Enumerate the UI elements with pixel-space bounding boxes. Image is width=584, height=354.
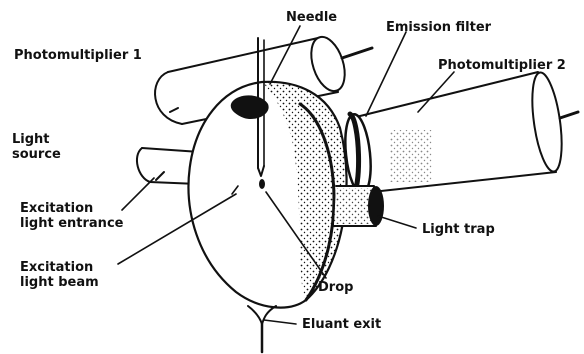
label-photomultiplier-1: Photomultiplier 1 (14, 48, 142, 63)
label-photomultiplier-2: Photomultiplier 2 (438, 58, 566, 73)
photomultiplier-2-cylinder (352, 71, 578, 192)
label-light-trap: Light trap (422, 222, 495, 237)
drop-mark (259, 179, 265, 189)
leader-light-trap (378, 216, 416, 228)
label-drop: Drop (318, 280, 353, 295)
light-trap-tube (334, 186, 384, 226)
label-eluant-exit: Eluant exit (302, 317, 381, 332)
leader-emission-filter (366, 32, 406, 116)
label-emission-filter: Emission filter (386, 20, 491, 35)
eluant-exit-drain (248, 306, 276, 352)
leader-excitation-entrance (122, 178, 154, 210)
leader-eluant-exit (264, 320, 296, 324)
label-excitation-light-entrance: Excitation light entrance (20, 201, 123, 231)
label-excitation-light-beam: Excitation light beam (20, 260, 99, 290)
label-needle: Needle (286, 10, 337, 25)
label-light-source: Light source (12, 132, 61, 162)
